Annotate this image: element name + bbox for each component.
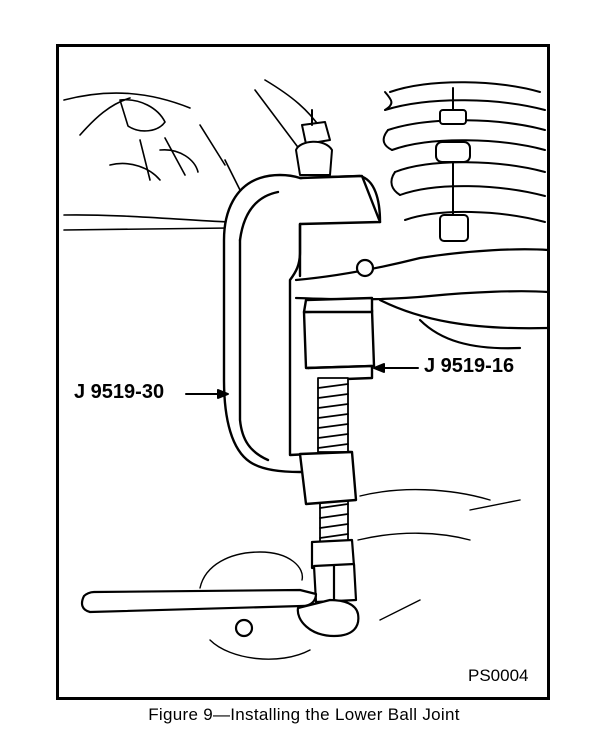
upper-stud [295,109,333,176]
receiver-cup [302,296,376,382]
hex-nut [310,538,358,604]
callout-j9519-30: J 9519-30 [74,381,165,403]
knuckle-sketch [199,488,521,660]
callout-j9519-16: J 9519-16 [424,355,515,377]
leader-lines [185,363,419,399]
figure-code: PS0004 [468,666,529,685]
ratchet-wrench [80,588,360,638]
c-clamp-body [222,173,382,474]
vehicle-frame-sketch [63,79,326,231]
figure-caption: Figure 9—Installing the Lower Ball Joint [148,705,460,724]
forcing-screw [317,377,349,543]
clamp-boss [298,450,358,506]
shock-absorber [435,87,471,242]
